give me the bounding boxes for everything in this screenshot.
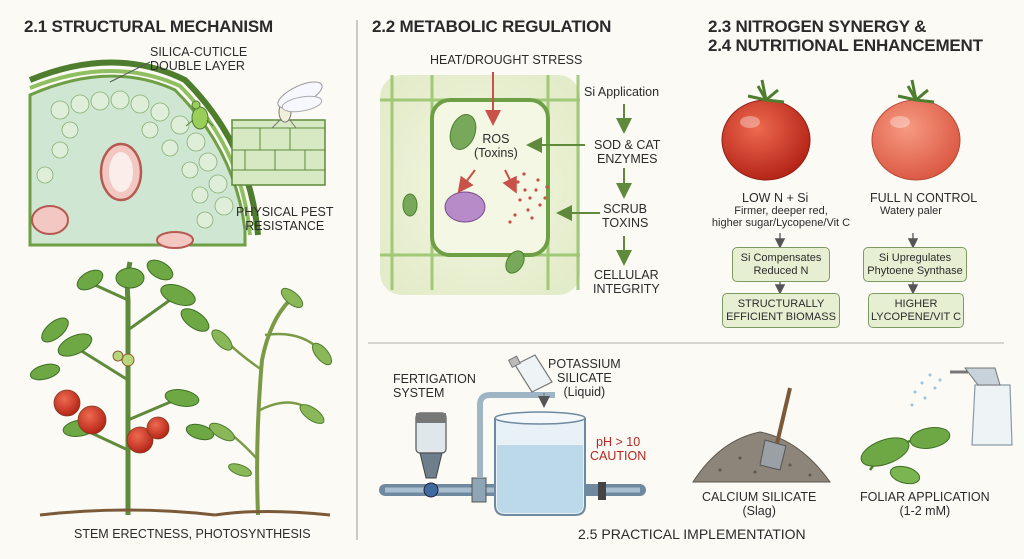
fertigation-system xyxy=(379,392,646,516)
aphid-icon xyxy=(185,100,214,130)
stem-erectness-label: STEM ERECTNESS, PHOTOSYNTHESIS xyxy=(74,527,311,541)
full-n-label: FULL N CONTROL xyxy=(870,191,978,205)
ros-label: ROS (Toxins) xyxy=(474,132,518,160)
section-title-nitrogen: 2.3 NITROGEN SYNERGY & 2.4 NUTRITIONAL E… xyxy=(708,17,983,56)
tomato-plant-upright xyxy=(29,259,216,517)
calcium-silicate-label: CALCIUM SILICATE (Slag) xyxy=(702,490,817,518)
flow-arrows-2-3 xyxy=(774,233,919,295)
epidermis-block xyxy=(231,119,326,186)
leaf-cross-section xyxy=(28,59,261,249)
heat-drought-label: HEAT/DROUGHT STRESS xyxy=(430,53,583,67)
full-n-description: Watery paler xyxy=(880,205,942,217)
foliar-application-label: FOLIAR APPLICATION (1-2 mM) xyxy=(860,490,990,518)
cellular-integrity-label: CELLULAR INTEGRITY xyxy=(593,268,660,296)
section-title-structural: 2.1 STRUCTURAL MECHANISM xyxy=(24,17,273,36)
scrub-toxins-label: SCRUB TOXINS xyxy=(602,202,649,230)
potassium-silicate-bottle xyxy=(507,354,553,408)
tomato-low-n xyxy=(721,79,811,181)
pest-resistance-label: PHYSICAL PEST RESISTANCE xyxy=(236,205,334,233)
si-application-label: Si Application xyxy=(584,85,660,99)
fertigation-label: FERTIGATION SYSTEM xyxy=(393,372,476,400)
calcium-silicate-pile xyxy=(692,387,831,483)
low-n-label: LOW N + Si xyxy=(742,191,809,205)
section-title-metabolic: 2.2 METABOLIC REGULATION xyxy=(372,17,612,36)
section-title-practical: 2.5 PRACTICAL IMPLEMENTATION xyxy=(578,526,806,542)
ph-caution-label: pH > 10 CAUTION xyxy=(590,435,647,463)
plant-cell-diagram xyxy=(380,75,580,295)
sod-cat-label: SOD & CAT ENZYMES xyxy=(594,138,661,166)
tomato-full-n xyxy=(871,79,961,181)
potassium-silicate-label: POTASSIUM SILICATE (Liquid) xyxy=(548,357,621,399)
tomato-plant-wilted xyxy=(209,287,333,517)
whitefly-icon xyxy=(271,81,323,129)
foliar-spray xyxy=(860,367,1013,485)
silica-cuticle-label: SILICA-CUTICLE DOUBLE LAYER xyxy=(150,45,248,73)
metabolic-arrows xyxy=(457,72,632,266)
low-n-description: Firmer, deeper red, higher sugar/Lycopen… xyxy=(711,205,851,230)
